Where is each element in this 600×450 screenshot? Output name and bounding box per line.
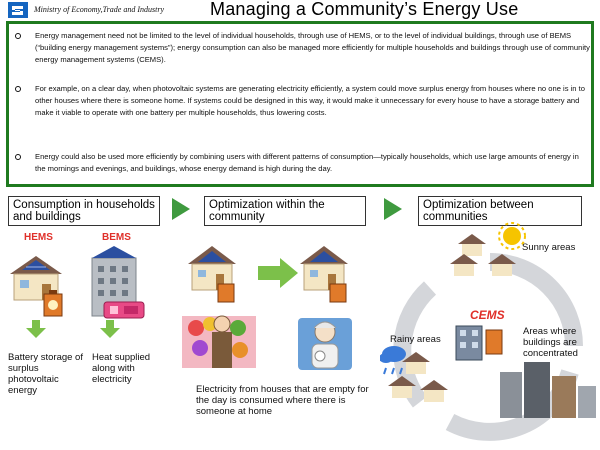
resident-at-home-icon (298, 318, 352, 370)
arrow-right-icon (384, 198, 402, 220)
community-optimization-illustration (182, 246, 352, 370)
bullet-text: For example, on a clear day, when photov… (35, 84, 585, 117)
caption-battery-storage: Battery storage of surplus photovoltaic … (8, 352, 83, 396)
hems-label: HEMS (24, 232, 53, 243)
city-buildings-icon (500, 362, 596, 418)
section-title-consumption: Consumption in households and buildings (8, 196, 160, 226)
arrow-right-icon (172, 198, 190, 220)
page-header: Ministry of Economy,Trade and Industry M… (0, 0, 600, 20)
cems-center-icon (455, 325, 503, 361)
label-rainy-areas: Rainy areas (390, 334, 441, 345)
bullet-text: Energy could also be used more efficient… (35, 152, 579, 173)
household-building-illustration (10, 246, 145, 338)
house-icon (10, 256, 62, 301)
bullet-circle-icon (15, 33, 21, 39)
heat-unit-icon (103, 301, 145, 319)
arrow-down-icon (100, 320, 120, 338)
bullet-circle-icon (15, 154, 21, 160)
bems-label: BEMS (102, 232, 131, 243)
rain-cloud-icon (380, 346, 406, 375)
caption-electricity-transfer: Electricity from houses that are empty f… (196, 384, 369, 417)
sun-icon (498, 222, 526, 250)
battery-icon (43, 290, 63, 317)
house-left-icon (188, 246, 236, 303)
sunny-houses-icon (450, 234, 516, 276)
section-title-within-community: Optimization within the community (204, 196, 366, 226)
bullet-circle-icon (15, 86, 21, 92)
market-shopper-icon (182, 315, 256, 368)
transfer-arrow-icon (258, 258, 298, 288)
rainy-houses-icon (388, 352, 448, 402)
inter-community-illustration (380, 222, 596, 441)
caption-heat-supplied: Heat supplied along with electricity (92, 352, 151, 385)
summary-box: Energy management need not be limited to… (6, 21, 594, 187)
cems-label: CEMS (470, 308, 505, 322)
house-right-icon (300, 246, 348, 303)
section-title-between-communities: Optimization between communities (418, 196, 582, 226)
bullet-text: Energy management need not be limited to… (35, 31, 590, 64)
label-sunny-areas: Sunny areas (522, 242, 576, 253)
ministry-logo-icon (8, 2, 28, 18)
arrow-down-icon (26, 320, 46, 338)
label-building-areas: Areas where buildings are concentrated (523, 326, 578, 359)
page-title: Managing a Community’s Energy Use (210, 0, 519, 19)
ministry-name: Ministry of Economy,Trade and Industry (34, 5, 164, 14)
